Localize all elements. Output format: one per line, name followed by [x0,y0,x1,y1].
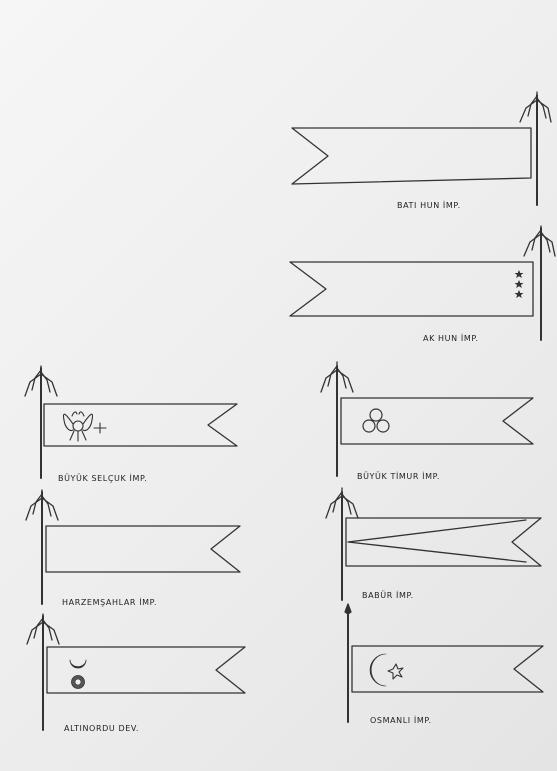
spear-tip-icon [344,603,352,615]
flag-altinordu [26,613,246,731]
label-osmanli: OSMANLI İMP. [370,716,432,725]
pole-finial-icon [25,489,59,521]
label-buyuk-selcuk: BÜYÜK SELÇUK İMP. [58,474,148,483]
flag-babur [325,487,542,601]
flag-buyuk-selcuk [24,365,238,479]
pole-finial-icon [325,487,359,519]
pole-finial-icon [519,91,552,123]
flag-bati-hun [291,91,552,206]
pole-finial-icon [523,225,556,257]
label-harzemsahlar: HARZEMŞAHLAR İMP. [62,598,157,607]
flag-harzemsahlar [25,489,241,605]
pole-finial-icon [26,613,60,645]
flag-buyuk-timur [320,361,534,477]
label-buyuk-timur: BÜYÜK TİMUR İMP. [357,472,440,481]
three-circles-icon [362,408,390,433]
label-altinordu: ALTINORDU DEV. [64,724,140,733]
flag-osmanli [344,603,544,723]
double-headed-eagle-icon [62,411,107,442]
pole-finial-icon [24,365,58,397]
crescent-and-star-icon [369,653,404,687]
label-ak-hun: AK HUN İMP. [423,334,479,343]
three-stars-icon [514,270,524,298]
crescent-and-disc-icon [69,659,87,689]
label-bati-hun: BATI HUN İMP. [397,201,461,210]
flag-ak-hun [289,225,556,341]
label-babur: BABÜR İMP. [362,591,414,600]
pole-finial-icon [320,361,354,393]
